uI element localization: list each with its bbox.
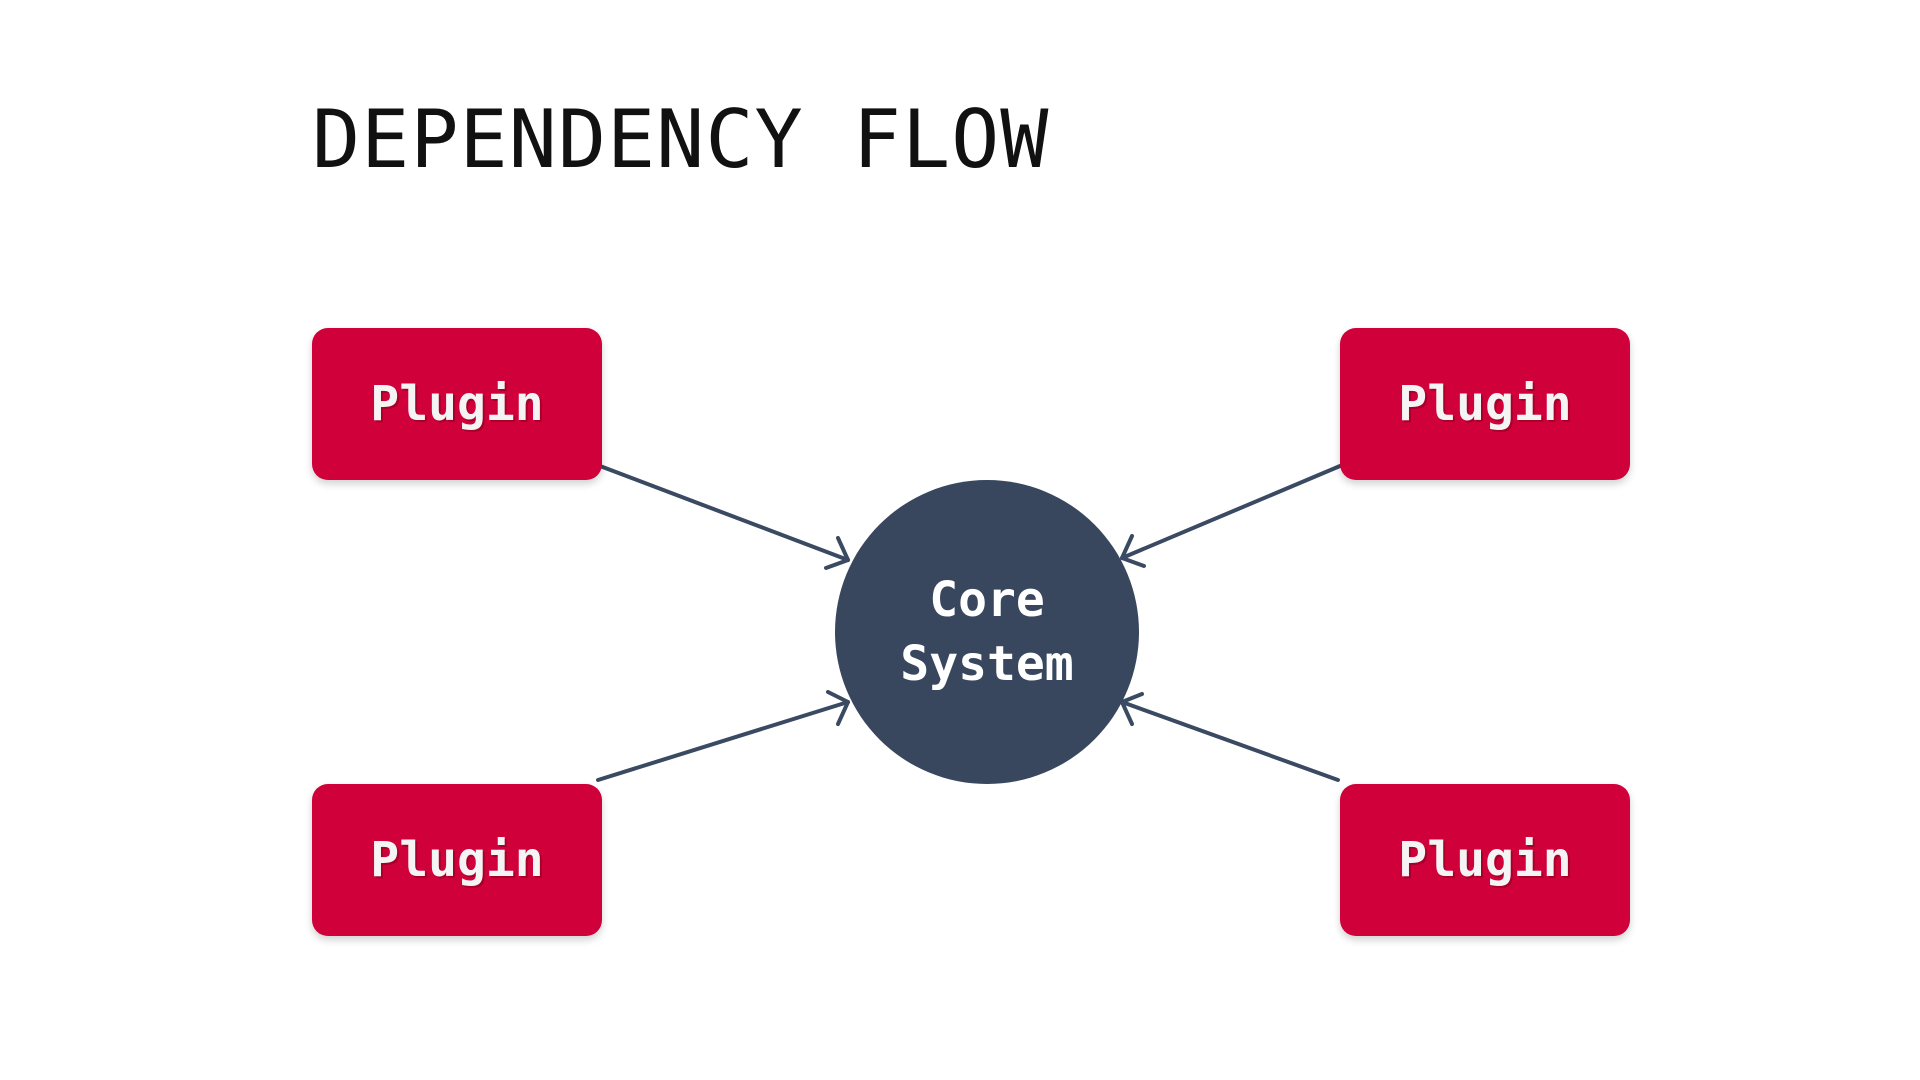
plugin-node-top-left: Plugin [312, 328, 602, 480]
arrow-bottom-left-to-core [596, 690, 850, 782]
core-label-line1: Core [929, 572, 1045, 628]
core-label-line2: System [900, 636, 1074, 692]
plugin-node-top-right: Plugin [1340, 328, 1630, 480]
page-title: DEPENDENCY FLOW [312, 93, 1050, 186]
core-system-node: Core System [835, 480, 1139, 784]
plugin-node-bottom-right: Plugin [1340, 784, 1630, 936]
plugin-label: Plugin [370, 376, 544, 432]
plugin-label: Plugin [1398, 376, 1572, 432]
arrow-bottom-right-to-core [1120, 692, 1340, 782]
plugin-label: Plugin [1398, 832, 1572, 888]
plugin-label: Plugin [370, 832, 544, 888]
arrow-top-left-to-core [598, 464, 850, 570]
arrow-top-right-to-core [1120, 464, 1342, 568]
plugin-node-bottom-left: Plugin [312, 784, 602, 936]
